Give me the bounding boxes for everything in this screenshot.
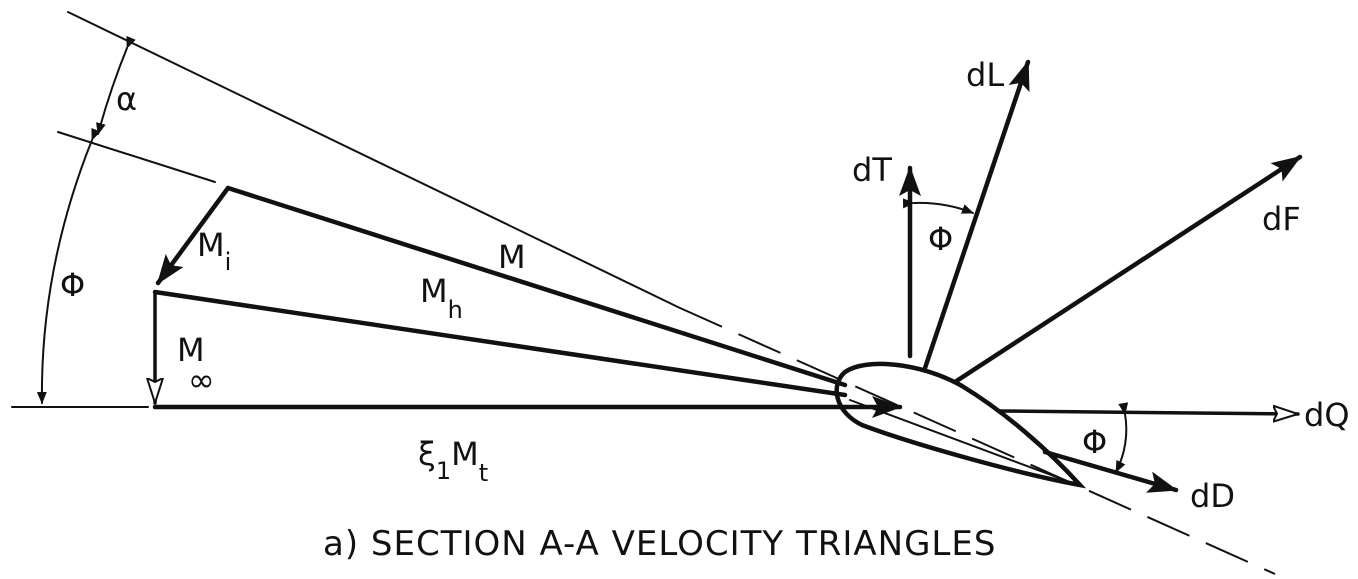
chord-line-dashed — [679, 307, 1276, 575]
phi-arc-top — [902, 198, 974, 214]
chord-line-solid — [67, 11, 681, 309]
dD-label: dD — [1190, 477, 1235, 515]
vector-dF — [952, 154, 1303, 385]
xi-base: ξ — [418, 435, 436, 473]
xi-mt-label: ξ1Mt — [418, 435, 488, 487]
vector-m-h — [152, 289, 848, 398]
m-inf-base: M — [177, 331, 205, 369]
alpha-arc — [96, 35, 136, 135]
dQ-label: dQ — [1304, 396, 1350, 434]
m-i-label: Mi — [197, 226, 231, 276]
alpha-label: α — [116, 80, 137, 118]
airfoil-section — [834, 361, 1087, 489]
phi-top-label: Φ — [928, 220, 953, 258]
figure-caption: a) SECTION A-A VELOCITY TRIANGLES — [323, 524, 996, 564]
m-h-base: M — [420, 272, 448, 310]
vector-dQ — [998, 411, 1300, 414]
phi-reference-line — [57, 131, 216, 183]
dT-label: dT — [852, 151, 892, 189]
m-i-sub: i — [225, 248, 232, 276]
m-inf-label: M∞ — [177, 331, 215, 399]
m-i-base: M — [197, 226, 225, 264]
vector-m — [225, 185, 848, 388]
m-label: M — [498, 238, 526, 276]
m-h-sub: h — [448, 296, 463, 324]
m-h-label: Mh — [420, 272, 463, 324]
phi-arc-bottom — [1115, 402, 1129, 473]
airfoil-chord — [849, 399, 1079, 486]
mt-sub: t — [479, 459, 488, 487]
dL-label: dL — [966, 56, 1004, 94]
mt-base: M — [451, 435, 479, 473]
vector-m-i — [155, 185, 231, 286]
phi-left-label: Φ — [60, 266, 85, 304]
xi-sub: 1 — [436, 457, 451, 485]
phi-arc-left — [36, 127, 101, 404]
phi-bottom-label: Φ — [1082, 423, 1107, 461]
m-inf-sub: ∞ — [188, 361, 215, 399]
vector-dD — [1042, 449, 1179, 493]
vector-dL — [922, 59, 1031, 371]
dF-label: dF — [1262, 200, 1301, 238]
